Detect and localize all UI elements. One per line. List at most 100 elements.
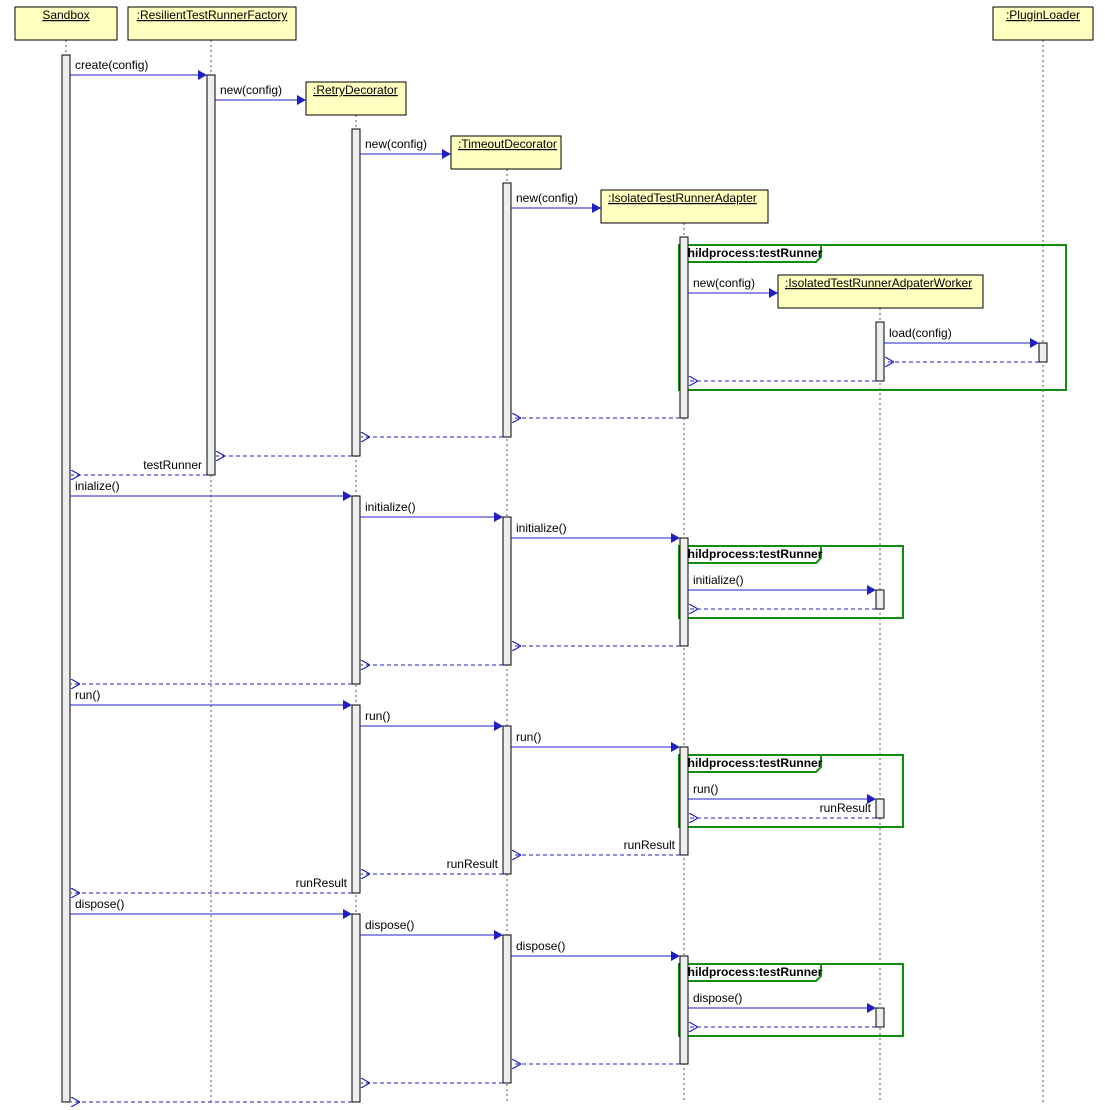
message-call: load(config): [884, 326, 1039, 348]
message-call: inialize(): [70, 479, 352, 501]
message-call: run(): [70, 688, 352, 710]
message-return: runResult: [512, 838, 680, 855]
message-label: load(config): [889, 326, 952, 340]
frame-childprocess-testrunner: childprocess:testRunner: [678, 545, 904, 619]
activation-worker: [875, 321, 885, 382]
participant-label: :ResilientTestRunnerFactory: [137, 8, 288, 22]
frame-label: childprocess:testRunner: [681, 756, 823, 770]
participant-boxes: Sandbox :ResilientTestRunnerFactory :Retry…: [14, 6, 1094, 309]
message-label: runResult: [820, 801, 872, 815]
message-label: run(): [516, 730, 541, 744]
frame-childprocess-testrunner: childprocess:testRunner: [678, 754, 904, 828]
message-return: testRunner: [71, 458, 207, 475]
frame-label: childprocess:testRunner: [681, 547, 823, 561]
activation-adapter: [679, 746, 689, 856]
participant-loader: :PluginLoader: [992, 6, 1094, 41]
message-label: testRunner: [143, 458, 202, 472]
frame-label-tab: [678, 963, 822, 982]
message-create: new(config): [360, 137, 451, 159]
frame-label-tab: [678, 244, 822, 263]
message-label: new(config): [693, 276, 755, 290]
message-call: dispose(): [511, 939, 680, 961]
activation-timeout: [502, 934, 512, 1084]
activation-retry: [351, 128, 361, 457]
participant-box: [14, 6, 118, 41]
activation-retry: [351, 913, 361, 1103]
activation-retry: [351, 704, 361, 894]
activation-factory: [206, 74, 216, 476]
activation-sandbox: [61, 54, 71, 1103]
frame-label-tab: [678, 754, 822, 773]
message-call: initialize(): [688, 573, 876, 595]
activation-worker: [875, 1007, 885, 1028]
participant-timeout: :TimeoutDecorator: [450, 135, 562, 170]
message-label: run(): [75, 688, 100, 702]
message-label: initialize(): [693, 573, 744, 587]
frames: childprocess:testRunner childprocess:test…: [678, 244, 1067, 1037]
message-label: run(): [693, 782, 718, 796]
participant-box: [450, 135, 562, 170]
message-label: runResult: [447, 857, 499, 871]
activation-adapter: [679, 236, 689, 419]
message-create: new(config): [511, 191, 601, 213]
message-label: initialize(): [365, 500, 416, 514]
message-call: initialize(): [360, 500, 503, 522]
frame-border: [678, 244, 1067, 391]
participant-box: [305, 81, 407, 116]
participant-label: :IsolatedTestRunnerAdapter: [608, 191, 757, 205]
participant-box: [127, 6, 297, 41]
frame-childprocess-testrunner: childprocess:testRunner: [678, 244, 1067, 391]
message-call: dispose(): [360, 918, 503, 940]
message-call: run(): [688, 782, 876, 804]
message-call: create(config): [70, 58, 207, 80]
message-label: dispose(): [75, 897, 124, 911]
frame-childprocess-testrunner: childprocess:testRunner: [678, 963, 904, 1037]
message-call: initialize(): [511, 521, 680, 543]
message-call: dispose(): [688, 991, 876, 1013]
message-label: inialize(): [75, 479, 120, 493]
messages: create(config) new(config) new(config) new(…: [70, 58, 1039, 1102]
message-label: run(): [365, 709, 390, 723]
message-return: runResult: [361, 857, 503, 874]
activation-timeout: [502, 516, 512, 666]
participant-factory: :ResilientTestRunnerFactory: [127, 6, 297, 41]
message-label: runResult: [296, 876, 348, 890]
participant-worker: :IsolatedTestRunnerAdpaterWorker: [777, 274, 984, 309]
frame-label: childprocess:testRunner: [681, 246, 823, 260]
participant-label: Sandbox: [42, 8, 89, 22]
message-call: run(): [360, 709, 503, 731]
activation-loader: [1038, 342, 1048, 363]
participant-label: :PluginLoader: [1006, 8, 1080, 22]
activation-retry: [351, 495, 361, 685]
frame-label-tab: [678, 545, 822, 564]
activations: [61, 54, 1048, 1103]
message-label: new(config): [516, 191, 578, 205]
message-return: runResult: [71, 876, 352, 893]
participant-label: :TimeoutDecorator: [458, 137, 557, 151]
activation-adapter: [679, 537, 689, 647]
message-label: runResult: [624, 838, 676, 852]
message-create: new(config): [215, 83, 306, 105]
message-label: new(config): [365, 137, 427, 151]
participant-label: :IsolatedTestRunnerAdpaterWorker: [785, 276, 972, 290]
participant-label: :RetryDecorator: [313, 83, 398, 97]
message-call: dispose(): [70, 897, 352, 919]
participant-box: [777, 274, 984, 309]
message-call: run(): [511, 730, 680, 752]
message-label: create(config): [75, 58, 148, 72]
activation-worker: [875, 798, 885, 819]
message-label: dispose(): [693, 991, 742, 1005]
message-label: initialize(): [516, 521, 567, 535]
message-return: runResult: [689, 801, 876, 818]
message-label: dispose(): [365, 918, 414, 932]
participant-box: [600, 189, 769, 224]
participant-sandbox: Sandbox: [14, 6, 118, 41]
activation-timeout: [502, 182, 512, 438]
participant-box: [992, 6, 1094, 41]
message-create: new(config): [688, 276, 778, 298]
participant-adapter: :IsolatedTestRunnerAdapter: [600, 189, 769, 224]
activation-timeout: [502, 725, 512, 875]
participant-retry: :RetryDecorator: [305, 81, 407, 116]
activation-worker: [875, 589, 885, 610]
